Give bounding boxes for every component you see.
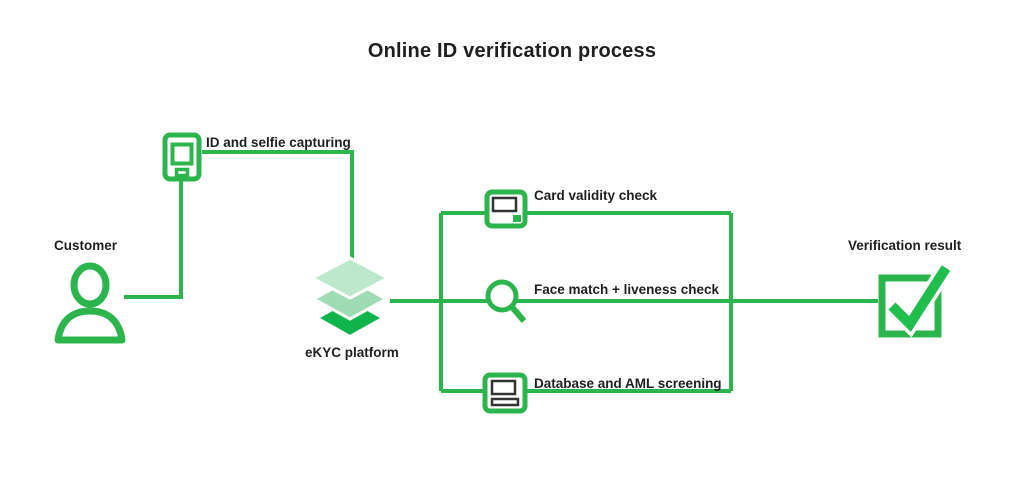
page-title: Online ID verification process — [367, 40, 657, 62]
result-label: Verification result — [848, 238, 962, 253]
user-icon — [54, 262, 126, 344]
check-label-face: Face match + liveness check — [534, 282, 719, 297]
connector-phone-to-platform — [202, 150, 354, 262]
connector-customer-to-phone — [124, 180, 183, 299]
layers-icon — [308, 256, 392, 338]
capture-label: ID and selfie capturing — [206, 135, 351, 150]
magnifier-icon — [485, 279, 527, 323]
check-label-database: Database and AML screening — [534, 376, 722, 391]
id-card-icon — [484, 189, 528, 229]
customer-label: Customer — [54, 238, 118, 253]
checkbox-icon — [878, 263, 954, 338]
check-label-card: Card validity check — [534, 188, 658, 203]
smartphone-icon — [162, 132, 202, 182]
device-icon — [482, 372, 528, 414]
platform-label: eKYC platform — [305, 345, 399, 360]
